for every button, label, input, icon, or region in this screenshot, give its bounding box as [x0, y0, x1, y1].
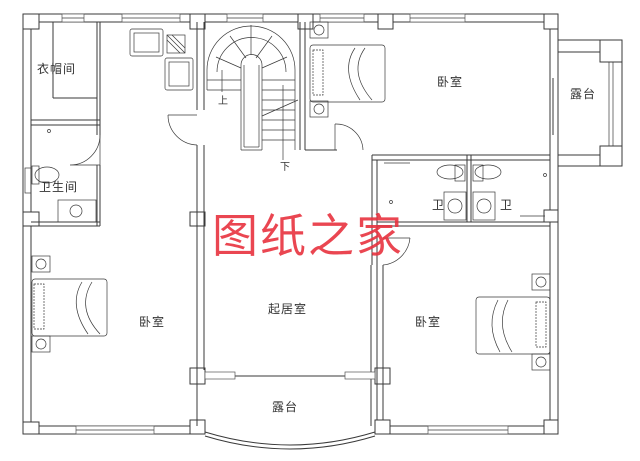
bottom-balcony	[204, 431, 376, 450]
stair-up-label: 上	[218, 96, 228, 107]
columns	[22, 13, 559, 435]
bed-left	[31, 255, 108, 353]
bed-right	[475, 273, 551, 371]
room-label-cloakroom: 衣帽间	[37, 62, 77, 76]
room-label-bedroom-top: 卧室	[437, 75, 464, 89]
windows	[61, 13, 509, 435]
staircase	[206, 25, 299, 160]
watermark: 图纸之家	[212, 209, 404, 263]
interior-walls	[31, 22, 550, 426]
room-label-bathroom-center-b: 卫	[500, 198, 514, 212]
bathroom-fixtures	[24, 129, 547, 223]
room-label-bathroom-center-a: 卫	[432, 198, 446, 212]
room-label-bedroom-left: 卧室	[139, 315, 166, 329]
room-label-balcony-right: 露台	[570, 87, 597, 101]
doors	[69, 114, 545, 266]
furniture-armchairs	[129, 28, 194, 91]
bed-top	[309, 21, 386, 118]
room-label-bathroom-left: 卫生间	[39, 180, 79, 194]
room-label-living-room: 起居室	[268, 302, 308, 316]
room-label-bedroom-right: 卧室	[415, 315, 442, 329]
room-label-balcony-bottom: 露台	[272, 400, 299, 414]
right-balcony	[552, 39, 623, 167]
stair-down-label: 下	[280, 162, 290, 173]
